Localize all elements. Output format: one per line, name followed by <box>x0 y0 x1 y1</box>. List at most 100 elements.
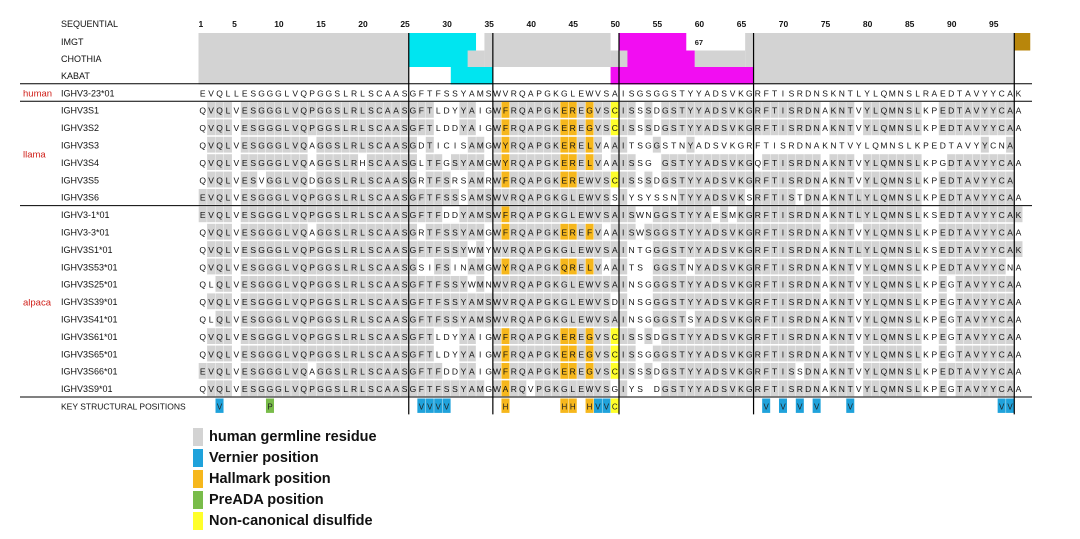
residue: V <box>974 262 980 272</box>
residue-highlight <box>812 363 821 379</box>
residue-highlight <box>543 189 552 205</box>
residue-highlight <box>972 276 981 292</box>
residue-highlight <box>593 328 602 344</box>
residue-highlight <box>442 171 451 188</box>
residue-highlight <box>812 310 821 327</box>
residue: Q <box>216 262 223 272</box>
residue-highlight <box>240 276 249 292</box>
residue: V <box>528 384 534 394</box>
residue: K <box>553 158 559 168</box>
residue-highlight <box>240 102 249 118</box>
residue: T <box>957 280 962 290</box>
residue: F <box>436 262 441 272</box>
residue: D <box>418 141 424 151</box>
residue-highlight <box>652 258 661 275</box>
residue: A <box>965 384 971 394</box>
residue-highlight <box>291 276 300 292</box>
residue: Y <box>982 332 988 342</box>
residue: S <box>402 175 408 185</box>
residue-highlight <box>711 328 720 344</box>
residue: G <box>561 245 568 255</box>
residue-highlight <box>804 171 813 188</box>
residue-highlight <box>324 345 333 362</box>
residue: G <box>662 123 669 133</box>
residue-highlight <box>863 328 872 344</box>
residue: I <box>479 332 481 342</box>
residue: D <box>805 262 811 272</box>
residue: K <box>738 367 744 377</box>
residue-highlight <box>1006 154 1015 170</box>
residue-highlight <box>392 171 401 188</box>
residue: P <box>932 384 938 394</box>
residue-highlight <box>745 102 754 118</box>
residue-highlight <box>762 328 771 344</box>
residue: T <box>957 175 962 185</box>
residue-highlight <box>804 154 813 170</box>
residue-highlight <box>299 102 308 118</box>
residue: S <box>637 193 643 203</box>
residue-highlight <box>425 363 434 379</box>
residue-highlight <box>728 363 737 379</box>
residue-highlight <box>896 276 905 292</box>
residue: S <box>604 88 610 98</box>
residue: Y <box>688 367 694 377</box>
residue: A <box>393 141 399 151</box>
residue-highlight <box>316 206 325 223</box>
residue: S <box>671 175 677 185</box>
residue-highlight <box>425 380 434 397</box>
residue: S <box>334 228 340 238</box>
residue-highlight <box>669 171 678 188</box>
residue: G <box>738 141 745 151</box>
residue-highlight <box>509 258 518 275</box>
residue-highlight <box>249 310 258 327</box>
residue-highlight <box>585 345 594 362</box>
residue: V <box>974 332 980 342</box>
residue-highlight <box>417 328 426 344</box>
residue-highlight <box>703 119 712 136</box>
residue-highlight <box>972 258 981 275</box>
residue: G <box>544 349 551 359</box>
residue-highlight <box>434 241 443 257</box>
residue-highlight <box>366 276 375 292</box>
residue: K <box>831 158 837 168</box>
residue: L <box>360 280 365 290</box>
residue-highlight <box>408 119 417 136</box>
residue: K <box>553 367 559 377</box>
residue-highlight <box>812 276 821 292</box>
residue: G <box>326 210 333 220</box>
residue-highlight <box>610 223 619 240</box>
residue-highlight <box>408 293 417 310</box>
residue-highlight <box>972 119 981 136</box>
residue-highlight <box>593 171 602 188</box>
residue: Y <box>696 210 702 220</box>
residue-highlight <box>837 241 846 257</box>
residue: I <box>782 193 784 203</box>
residue: T <box>679 193 684 203</box>
residue-highlight <box>308 345 317 362</box>
residue-highlight <box>812 189 821 205</box>
residue: D <box>948 367 954 377</box>
residue: G <box>485 367 492 377</box>
residue: V <box>856 106 862 116</box>
residue-highlight <box>375 293 384 310</box>
residue: Q <box>519 315 526 325</box>
residue: T <box>679 228 684 238</box>
residue-highlight <box>375 310 384 327</box>
residue: S <box>368 349 374 359</box>
residue-highlight <box>467 102 476 118</box>
residue-highlight <box>333 380 342 397</box>
residue: G <box>561 315 568 325</box>
residue-highlight <box>518 154 527 170</box>
residue: G <box>326 228 333 238</box>
residue-highlight <box>913 328 922 344</box>
residue-highlight <box>350 136 359 153</box>
residue-highlight <box>408 363 417 379</box>
residue: V <box>208 193 214 203</box>
residue: G <box>662 210 669 220</box>
residue: G <box>654 262 661 272</box>
residue: Q <box>300 349 307 359</box>
residue-highlight <box>333 223 342 240</box>
residue: E <box>940 210 946 220</box>
residue: S <box>368 332 374 342</box>
residue-highlight <box>955 189 964 205</box>
